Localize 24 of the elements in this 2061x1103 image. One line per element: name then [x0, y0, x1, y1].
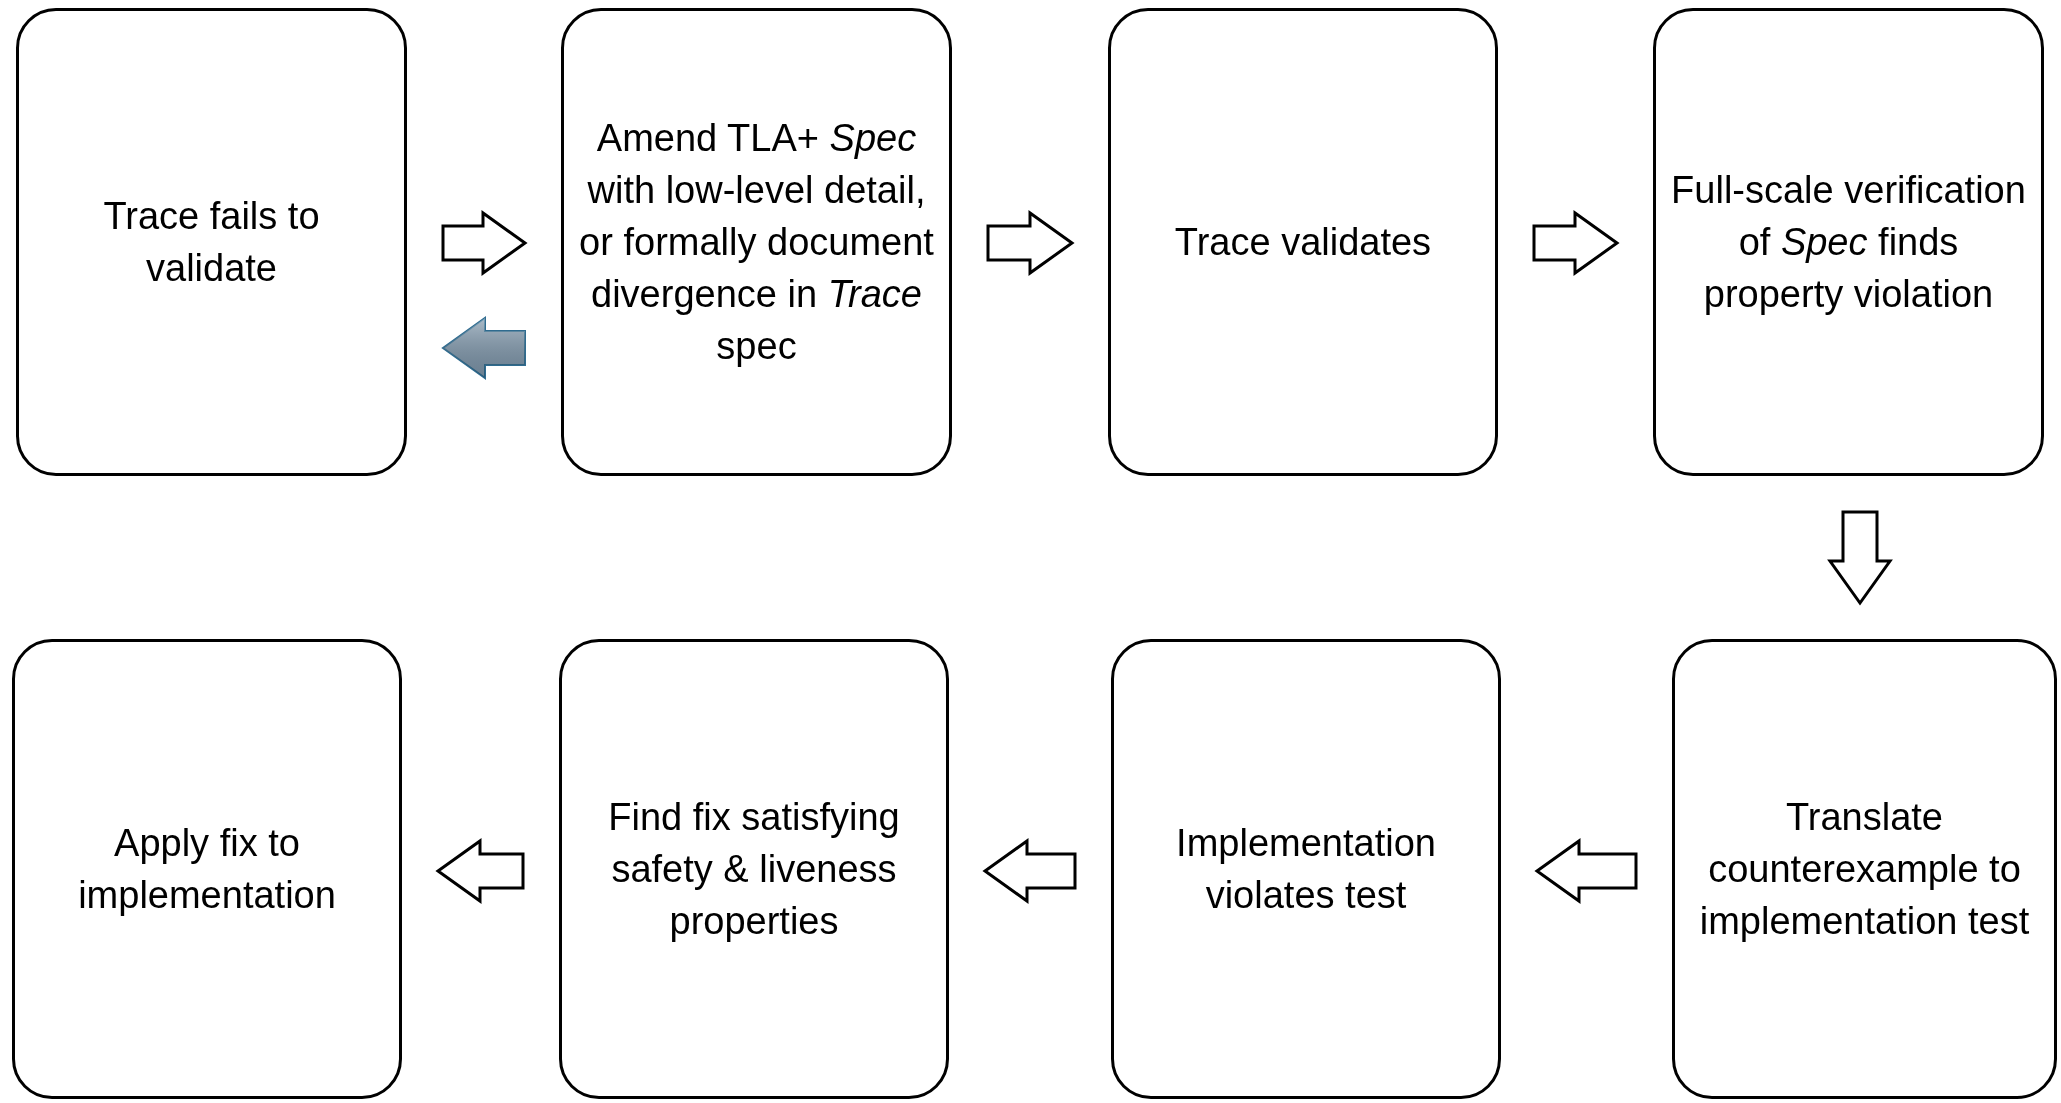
process-box [1108, 8, 1498, 476]
step-text: Translate counterexample to implementation test [1698, 794, 2031, 944]
step-text: Apply fix to implementation [77, 820, 337, 918]
step-text: Trace fails to validate [102, 193, 321, 291]
process-box [16, 8, 407, 476]
block-arrow [435, 838, 525, 904]
process-box [561, 8, 952, 476]
step-text: Find fix satisfying safety & liveness properties [607, 794, 901, 944]
step-text: Amend TLA+ Spec with low-level detail, or formally document divergence in Trace spec [578, 115, 935, 370]
process-box [559, 639, 949, 1099]
block-arrow [986, 210, 1075, 276]
block-arrow [1532, 210, 1620, 276]
step-text: Trace validates [1174, 219, 1432, 265]
step-text: Full-scale verification of Spec finds property violation [1670, 167, 2027, 317]
step-text: Implementation violates test [1175, 820, 1437, 918]
process-box [1653, 8, 2044, 476]
block-arrow [441, 316, 526, 380]
block-arrow [982, 838, 1077, 904]
process-box [1111, 639, 1501, 1099]
process-box [1672, 639, 2057, 1099]
block-arrow [1534, 838, 1638, 904]
process-box [12, 639, 402, 1099]
block-arrow [441, 210, 528, 276]
block-arrow [1827, 510, 1893, 606]
